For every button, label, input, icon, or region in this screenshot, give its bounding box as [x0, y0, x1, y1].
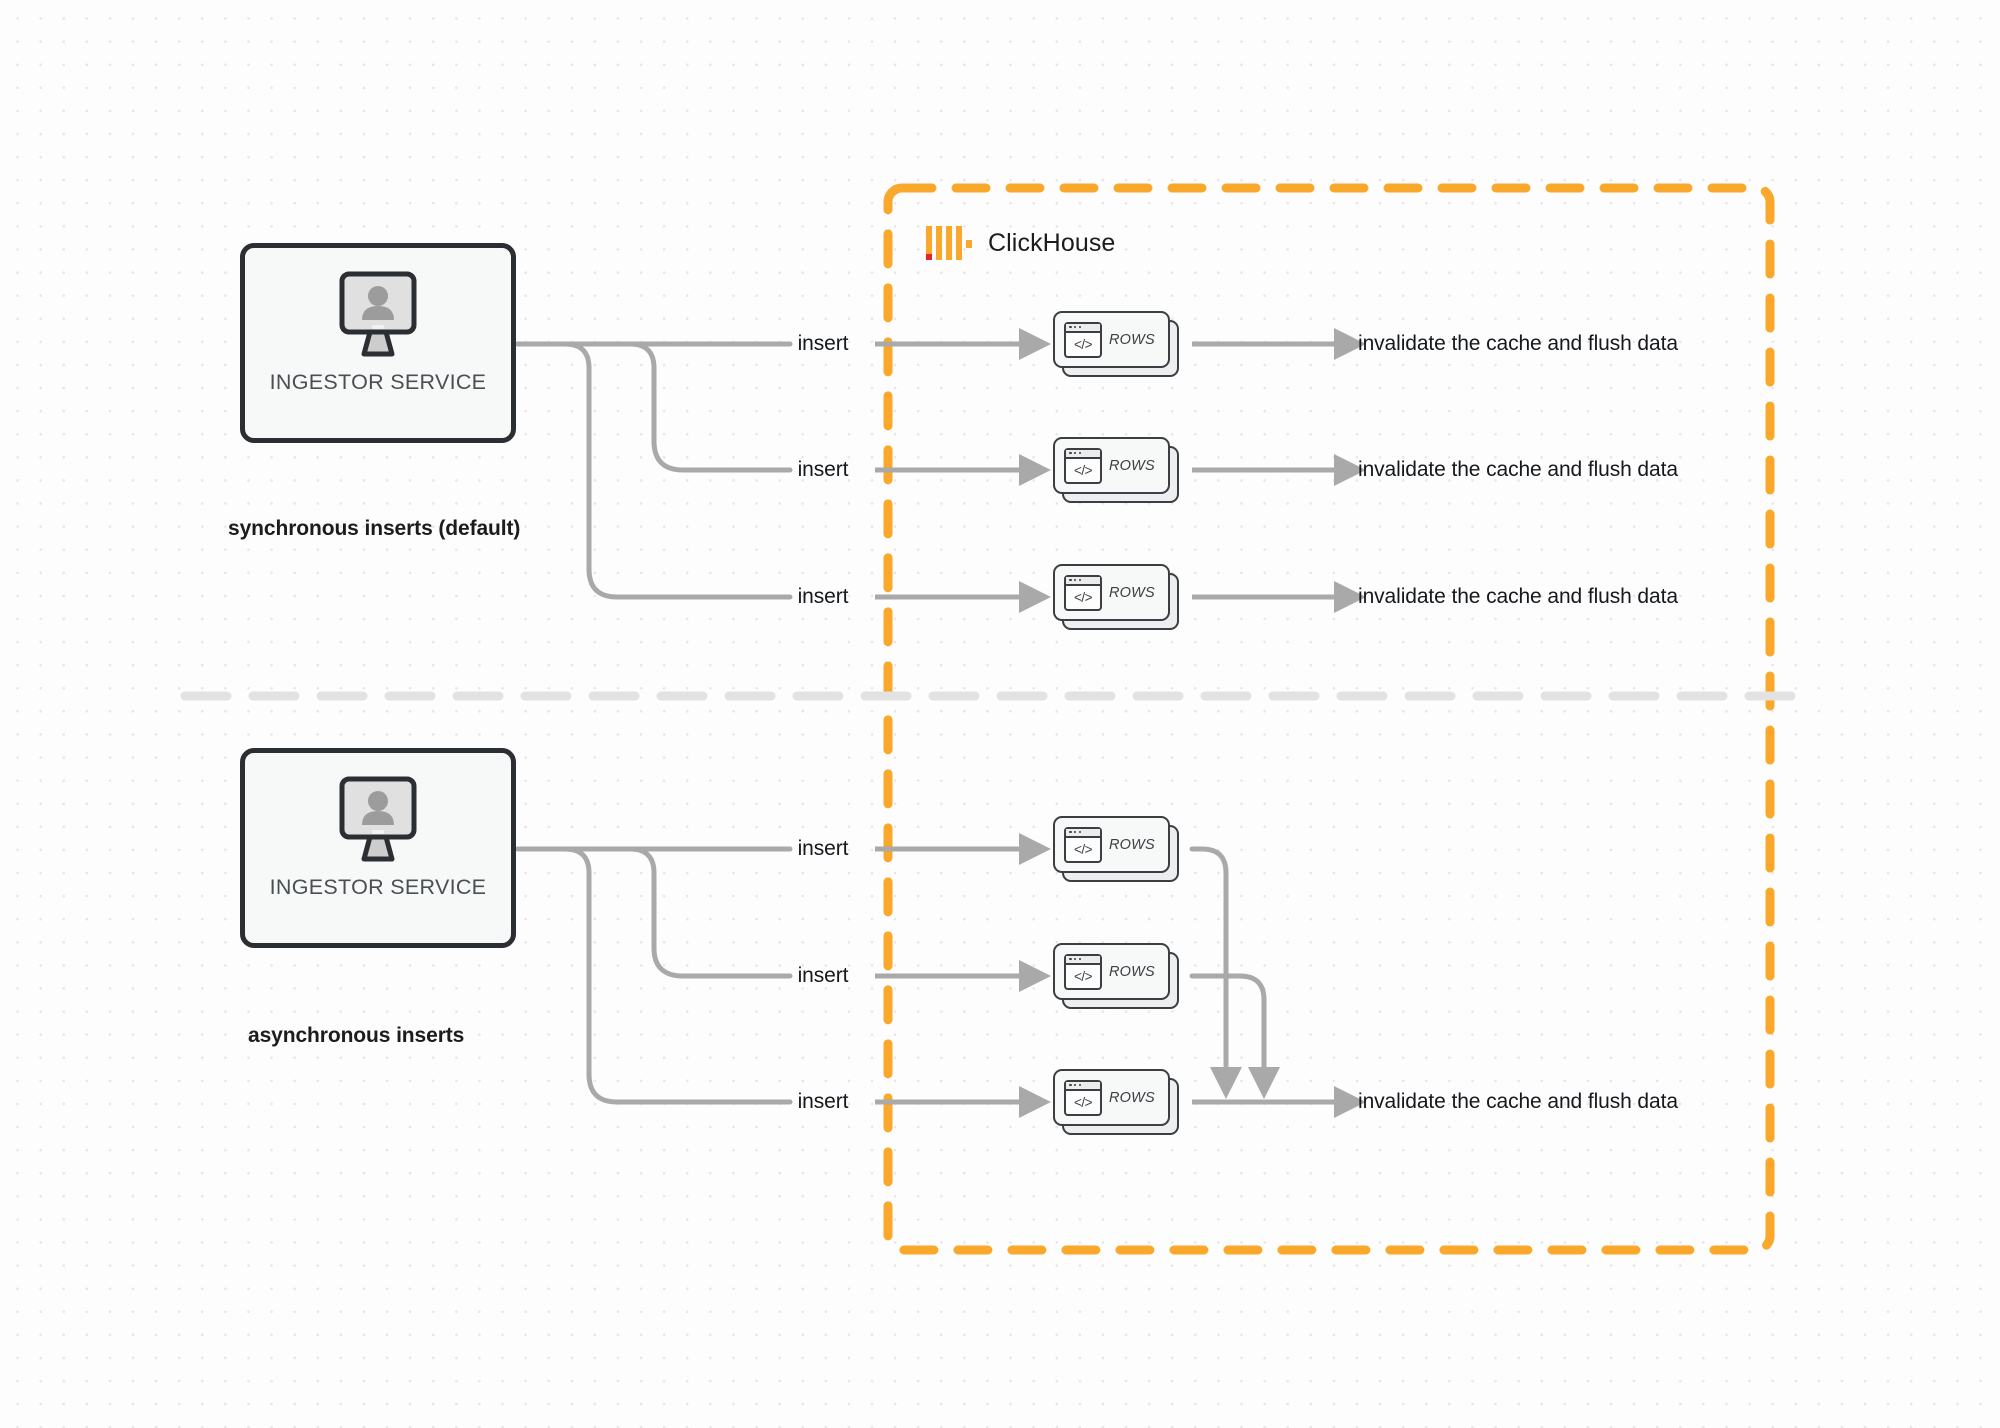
- card-front: </> ROWS: [1053, 311, 1170, 368]
- code-window-glyph: </>: [1073, 589, 1093, 605]
- code-window-titlebar: [1066, 828, 1100, 838]
- sync-result-label-2: invalidate the cache and flush data: [1358, 458, 1678, 481]
- sync-ingestor-service-box[interactable]: INGESTOR SERVICE: [240, 243, 516, 443]
- async-merge-from-row1: [1189, 846, 1243, 1099]
- code-window-titlebar: [1066, 576, 1100, 586]
- async-rows-card-2[interactable]: </> ROWS: [1053, 943, 1179, 1009]
- async-ingestor-service-box[interactable]: INGESTOR SERVICE: [240, 748, 516, 948]
- sync-result-label-1: invalidate the cache and flush data: [1358, 332, 1678, 355]
- code-window-titlebar: [1066, 955, 1100, 965]
- async-merged-result-label: invalidate the cache and flush data: [1358, 1090, 1678, 1113]
- clickhouse-wordmark: ClickHouse: [988, 228, 1116, 257]
- monitor-user-icon: [339, 271, 417, 357]
- sync-branch-row3: [515, 341, 793, 600]
- sync-branch-row2: [515, 341, 793, 473]
- async-insert-label-3: insert: [797, 1090, 849, 1113]
- code-window-titlebar: [1066, 1081, 1100, 1091]
- code-window-icon: </>: [1064, 574, 1102, 611]
- code-window-titlebar: [1066, 449, 1100, 459]
- code-window-icon: </>: [1064, 1079, 1102, 1116]
- async-insert-label-2: insert: [797, 964, 849, 987]
- sync-insert-label-2: insert: [797, 458, 849, 481]
- card-front: </> ROWS: [1053, 437, 1170, 494]
- code-window-icon: </>: [1064, 321, 1102, 358]
- async-insert-label-1: insert: [797, 837, 849, 860]
- async-merge-from-row2: [1189, 973, 1281, 1099]
- code-window-icon: </>: [1064, 447, 1102, 484]
- clickhouse-boundary: [883, 183, 1775, 1255]
- monitor-user-icon: [339, 776, 417, 862]
- sync-rows-card-2[interactable]: </> ROWS: [1053, 437, 1179, 503]
- card-front: </> ROWS: [1053, 564, 1170, 621]
- card-front: </> ROWS: [1053, 1069, 1170, 1126]
- code-window-glyph: </>: [1073, 1094, 1093, 1110]
- code-window-icon: </>: [1064, 953, 1102, 990]
- sync-result-label-3: invalidate the cache and flush data: [1358, 585, 1678, 608]
- async-branch-row3: [515, 846, 793, 1105]
- clickhouse-brand: ClickHouse: [926, 226, 1115, 260]
- async-rows-label-2: ROWS: [1109, 963, 1155, 980]
- sync-rows-card-1[interactable]: </> ROWS: [1053, 311, 1179, 377]
- code-window-glyph: </>: [1073, 462, 1093, 478]
- async-rows-label-3: ROWS: [1109, 1089, 1155, 1106]
- sync-rows-label-1: ROWS: [1109, 331, 1155, 348]
- sync-insert-label-1: insert: [797, 332, 849, 355]
- async-rows-card-1[interactable]: </> ROWS: [1053, 816, 1179, 882]
- code-window-icon: </>: [1064, 826, 1102, 863]
- sync-section-caption: synchronous inserts (default): [228, 517, 521, 540]
- sync-rows-label-3: ROWS: [1109, 584, 1155, 601]
- code-window-glyph: </>: [1073, 841, 1093, 857]
- async-branch-row2: [515, 846, 793, 979]
- card-front: </> ROWS: [1053, 816, 1170, 873]
- async-rows-card-3[interactable]: </> ROWS: [1053, 1069, 1179, 1135]
- code-window-titlebar: [1066, 323, 1100, 333]
- card-front: </> ROWS: [1053, 943, 1170, 1000]
- async-ingestor-service-label: INGESTOR SERVICE: [269, 875, 487, 899]
- sync-rows-card-3[interactable]: </> ROWS: [1053, 564, 1179, 630]
- sync-rows-label-2: ROWS: [1109, 457, 1155, 474]
- clickhouse-logo-icon: [926, 226, 972, 260]
- sync-ingestor-service-label: INGESTOR SERVICE: [269, 370, 487, 394]
- async-rows-label-1: ROWS: [1109, 836, 1155, 853]
- sync-insert-label-3: insert: [797, 585, 849, 608]
- code-window-glyph: </>: [1073, 968, 1093, 984]
- async-section-caption: asynchronous inserts: [248, 1024, 465, 1047]
- code-window-glyph: </>: [1073, 336, 1093, 352]
